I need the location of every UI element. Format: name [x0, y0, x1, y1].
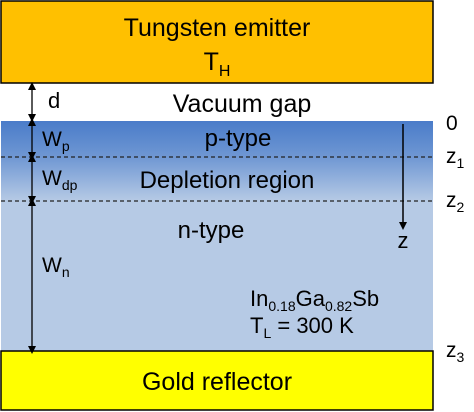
- gap-thickness-label: d: [48, 88, 60, 113]
- axis-zero-label: 0: [446, 112, 458, 135]
- wn-label: Wn: [42, 254, 70, 280]
- p-type-label: p-type: [205, 125, 272, 152]
- vacuum-gap-label: Vacuum gap: [173, 90, 312, 118]
- emitter-label: Tungsten emitter: [124, 14, 311, 42]
- gold-reflector-label: Gold reflector: [142, 368, 292, 396]
- material-composition: In0.18Ga0.82Sb: [250, 286, 379, 314]
- p-type-layer: [1, 121, 433, 157]
- depletion-region-label: Depletion region: [140, 167, 315, 194]
- wp-label: Wp: [42, 128, 70, 154]
- tungsten-emitter-block: [0, 0, 434, 84]
- z-direction-label: z: [398, 228, 409, 253]
- wdp-label: Wdp: [42, 167, 78, 193]
- axis-z2-label: z2: [446, 189, 465, 215]
- n-type-layer: [1, 201, 433, 351]
- emitter-temperature: TH: [204, 48, 231, 80]
- gold-reflector-block: [0, 350, 434, 411]
- lattice-temperature: TL = 300 K: [250, 313, 354, 341]
- axis-z1-label: z1: [446, 145, 465, 171]
- n-type-label: n-type: [178, 217, 245, 244]
- depletion-region-layer: [1, 157, 433, 201]
- axis-z3-label: z3: [446, 339, 465, 365]
